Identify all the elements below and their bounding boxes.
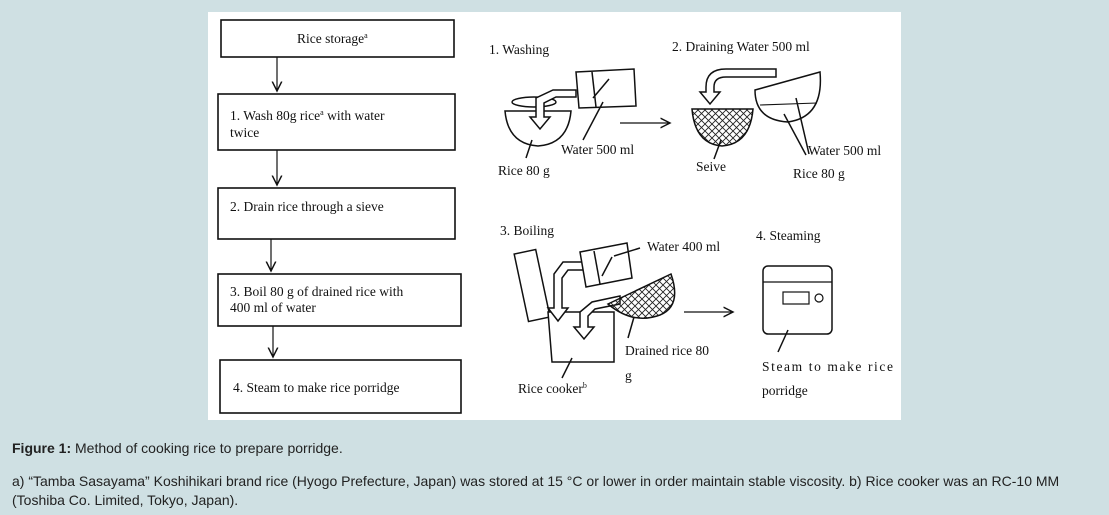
rice-cooker-lid-icon [513,248,551,323]
figure-caption-note: a) “Tamba Sasayama” Koshihikari brand ri… [12,473,1060,508]
figure-panel: Rice storagea 1. Wash 80g ricea with wat… [208,12,901,420]
boiling-drained-leader [627,316,635,339]
steamer-display-icon [782,291,810,305]
boiling-drained-label-1: Drained rice 80 [625,343,709,358]
sieve-icon [691,108,754,147]
draining-bowl-icon [754,71,822,123]
boiling-cooker-leader [561,357,573,379]
steamer-icon [762,265,833,335]
boiling-drained-label-2: g [625,368,632,383]
steamer-button-icon [814,293,824,303]
sieve-leader [713,139,722,160]
draining-illustration [691,68,822,160]
flow-box-steam-text: 4. Steam to make rice porridge [233,380,399,395]
steaming-label-1: Steam to make rice [762,359,893,374]
washing-rice-label: Rice 80 g [498,163,550,178]
boiling-illustration [513,242,733,379]
draining-rice-leader [783,113,807,156]
washing-title: 1. Washing [489,42,549,57]
flow-box-steam [219,359,462,414]
washing-pour-arrow-icon [528,89,577,131]
boiling-water-label: Water 400 ml [647,239,720,254]
flow-box-boil [217,273,462,327]
draining-water-label: Water 500 ml [808,143,881,158]
figure-label: Figure 1: [12,440,72,456]
figure-caption-title: Figure 1: Method of cooking rice to prep… [12,440,343,456]
boiling-water-leader [613,247,641,257]
flow-arrows [271,57,277,357]
washing-illustration [504,68,670,159]
steaming-title: 4. Steaming [756,228,821,243]
drained-rice-bowl-icon [606,272,676,319]
washing-water-leader [582,101,604,141]
flow-box-boil-text-2: 400 ml of water [230,300,316,315]
sieve-label: Seive [696,159,726,174]
flowchart [217,19,462,414]
boiling-jug-icon [579,242,633,288]
draining-rice-label: Rice 80 g [793,166,845,181]
steaming-leader [777,329,789,353]
flow-box-wash-text-1: 1. Wash 80g ricea with water [230,108,385,123]
boiling-title: 3. Boiling [500,223,554,238]
draining-title: 2. Draining Water 500 ml [672,39,810,54]
flow-box-wash [217,93,456,151]
flow-box-storage [220,19,455,58]
flow-box-storage-text: Rice storagea [297,31,368,46]
draining-water-leader [795,97,810,155]
draining-water-line [759,102,818,106]
draining-curved-arrow-icon [698,68,777,106]
drained-rice-arrow-icon [572,295,621,341]
figure-title: Method of cooking rice to prepare porrid… [71,440,343,456]
washing-bowl-icon [504,110,572,147]
washing-water-label: Water 500 ml [561,142,634,157]
boiling-cooker-label: Rice cookerb [518,381,587,396]
steaming-label-2: porridge [762,383,808,398]
washing-jug-icon [575,68,637,109]
washing-rice-leader [525,139,533,159]
flow-box-wash-text-2: twice [230,125,259,140]
flow-box-drain-text: 2. Drain rice through a sieve [230,199,384,214]
steaming-illustration [762,265,833,353]
boiling-pour-arrow-icon [546,261,589,323]
flow-box-drain [217,187,456,240]
flow-box-boil-text-1: 3. Boil 80 g of drained rice with [230,284,403,299]
